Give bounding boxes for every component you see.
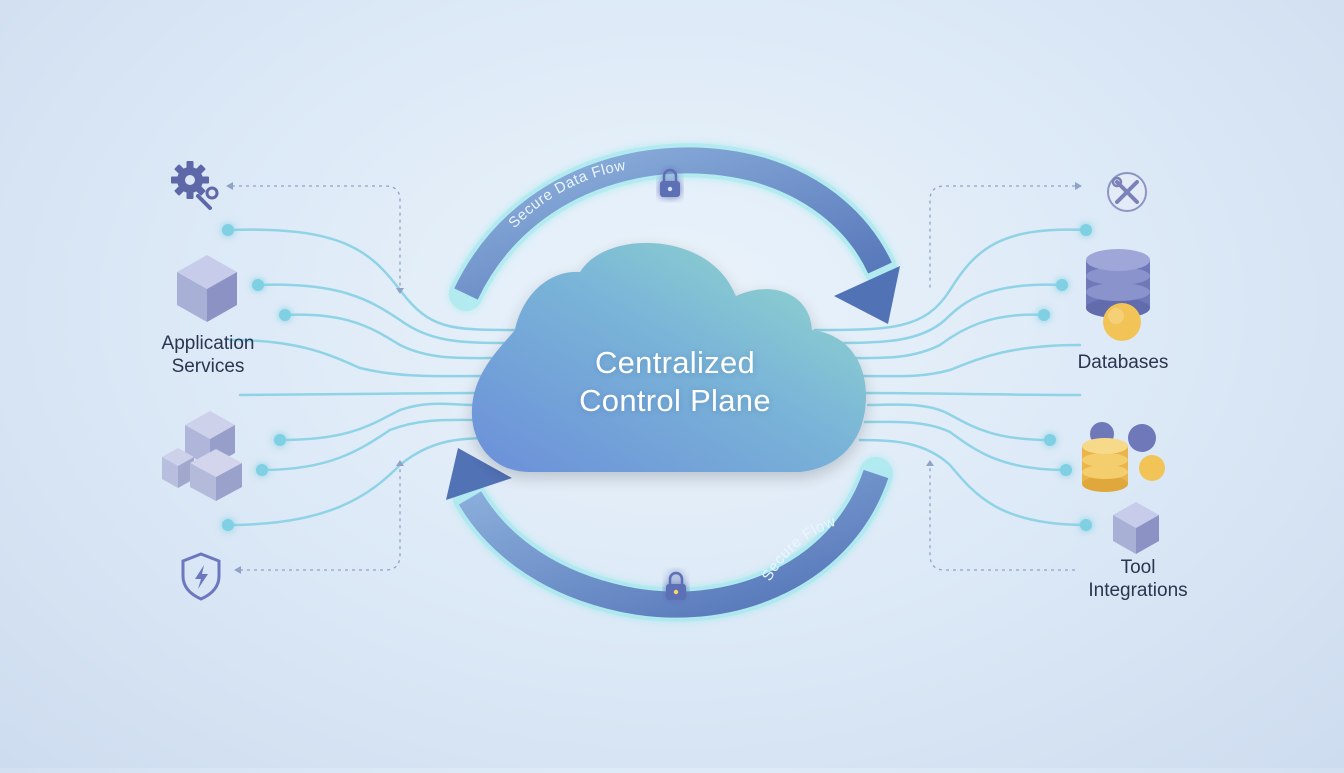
database-cluster-icon — [1082, 422, 1165, 492]
node-dot — [1080, 224, 1092, 236]
node-dot — [1056, 279, 1068, 291]
cube-icon — [1113, 502, 1159, 554]
node-dot — [252, 279, 264, 291]
right-dashed-links — [929, 185, 1075, 571]
right-line-6 — [866, 403, 1052, 442]
left-line-6 — [278, 402, 477, 442]
lock-icon — [660, 168, 680, 197]
right-line-1 — [813, 228, 1088, 332]
right-line-8 — [858, 438, 1088, 527]
control-plane-cloud — [471, 242, 866, 472]
node-dot — [222, 519, 234, 531]
stacked-cubes-icon — [162, 411, 242, 501]
control-plane-title: Centralized Control Plane — [579, 345, 771, 418]
node-dot — [222, 224, 234, 236]
left-connection-lines — [226, 228, 522, 527]
right-line-3 — [843, 313, 1046, 360]
right-line-5 — [863, 391, 1082, 397]
left-line-4 — [228, 338, 492, 378]
right-connection-nodes — [1038, 224, 1092, 531]
left-dashed-arrowheads — [226, 182, 404, 574]
top-flow-arrow — [449, 143, 900, 324]
cube-icon — [177, 255, 237, 322]
right-line-7 — [863, 420, 1068, 472]
database-icon — [1086, 249, 1150, 341]
shield-bolt-icon — [181, 552, 221, 601]
node-dot — [279, 309, 291, 321]
node-dot — [256, 464, 268, 476]
left-line-5 — [238, 391, 482, 397]
tools-icon — [1107, 172, 1147, 212]
right-dashed-arrowheads — [926, 182, 1082, 466]
application-services-label: Application Services — [161, 333, 255, 377]
node-dot — [1038, 309, 1050, 321]
node-dot — [1060, 464, 1072, 476]
left-line-8 — [226, 436, 492, 527]
right-line-2 — [828, 283, 1064, 345]
databases-label: Databases — [1077, 352, 1169, 373]
right-line-4 — [856, 343, 1082, 378]
bottom-flow-arrow — [446, 448, 893, 622]
node-dot — [1044, 434, 1056, 446]
left-line-2 — [256, 283, 512, 345]
gear-wrench-icon — [171, 161, 219, 210]
left-line-7 — [260, 418, 482, 472]
right-connection-lines — [813, 228, 1088, 527]
left-line-3 — [283, 313, 502, 360]
tool-integrations-label: Tool Integrations — [1088, 557, 1188, 601]
node-dot — [1080, 519, 1092, 531]
node-dot — [274, 434, 286, 446]
left-connection-nodes — [222, 224, 291, 531]
left-dashed-links — [232, 185, 401, 571]
left-line-1 — [226, 228, 522, 332]
lock-icon — [666, 571, 686, 600]
